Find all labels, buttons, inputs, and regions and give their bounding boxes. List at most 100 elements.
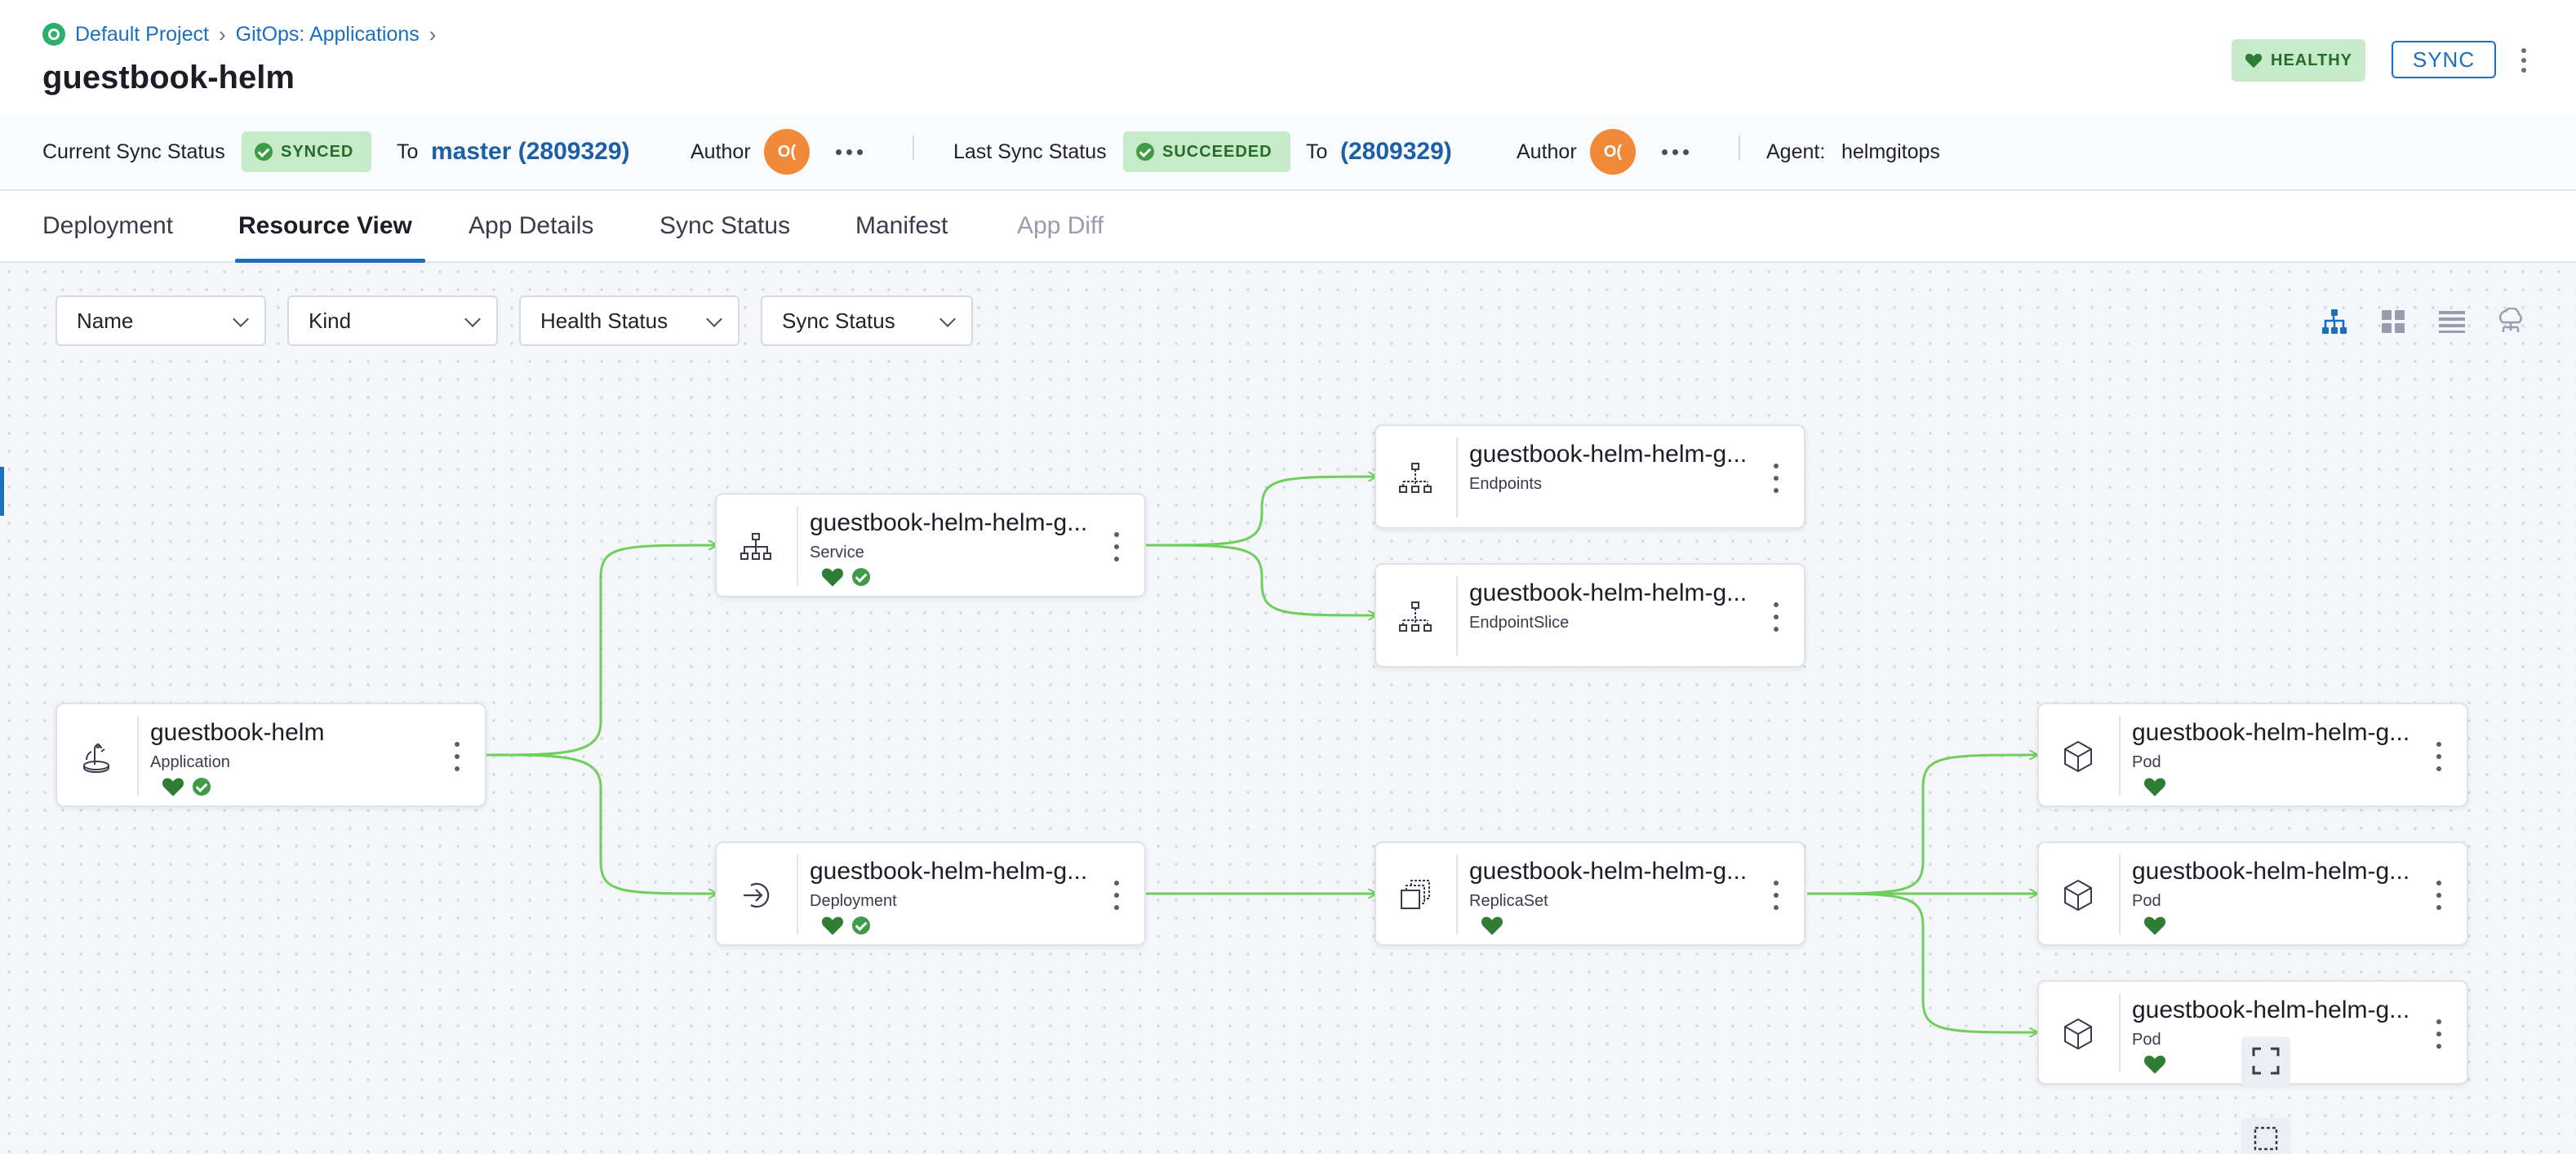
- last-commit-link[interactable]: (2809329): [1340, 138, 1452, 165]
- author-label: Author: [691, 140, 751, 163]
- node-name: guestbook-helm-helm-g...: [810, 509, 1088, 536]
- node-divider: [2119, 993, 2121, 1073]
- more-vertical-icon[interactable]: [2436, 881, 2442, 910]
- tab-manifest[interactable]: Manifest: [855, 212, 948, 239]
- deployment-icon: [731, 871, 780, 920]
- current-commit-wrap: master (2809329): [431, 114, 630, 189]
- last-sync-status: SUCCEEDED: [1162, 142, 1272, 161]
- more-vertical-icon[interactable]: [1773, 602, 1779, 632]
- node-status: [1481, 915, 1503, 936]
- chevron-down-icon: [706, 311, 722, 327]
- node-divider: [1456, 437, 1458, 517]
- node-divider: [137, 716, 139, 796]
- more-vertical-icon[interactable]: [2436, 1019, 2442, 1049]
- node-status: [2143, 1054, 2166, 1075]
- more-options-icon[interactable]: [2514, 39, 2534, 82]
- node-divider: [797, 854, 798, 934]
- more-vertical-icon[interactable]: [1773, 464, 1779, 493]
- network-view-icon[interactable]: [2494, 305, 2527, 338]
- divider: [913, 135, 914, 160]
- chevron-down-icon: [464, 311, 481, 327]
- last-sync-label: Last Sync Status: [953, 140, 1107, 163]
- tab-app-diff[interactable]: App Diff: [1017, 212, 1104, 239]
- breadcrumb-section[interactable]: GitOps: Applications: [235, 22, 420, 46]
- tab-sync-status[interactable]: Sync Status: [660, 212, 791, 239]
- list-view-icon[interactable]: [2436, 305, 2468, 338]
- node-status: [2143, 915, 2166, 936]
- filter-health-status[interactable]: Health Status: [519, 295, 739, 346]
- current-sync-pill-wrap: SYNCED: [242, 114, 372, 189]
- sync-status-bar: Current Sync Status SYNCED To master (28…: [0, 114, 2576, 191]
- more-horizontal-icon[interactable]: [1662, 149, 1689, 155]
- tab-resource-view[interactable]: Resource View: [235, 191, 425, 263]
- sync-button[interactable]: SYNC: [2392, 41, 2496, 78]
- breadcrumb-project[interactable]: Default Project: [75, 22, 209, 46]
- to-label: To: [1306, 140, 1328, 163]
- heart-icon: [2143, 1055, 2166, 1074]
- grid-view-icon[interactable]: [2377, 305, 2409, 338]
- avatar[interactable]: O(: [764, 129, 810, 175]
- check-circle-icon: [1136, 143, 1154, 161]
- resource-node-endpoints[interactable]: guestbook-helm-helm-g...Endpoints: [1375, 424, 1805, 529]
- resource-node-pod[interactable]: guestbook-helm-helm-g...Pod: [2037, 980, 2468, 1085]
- area-select-button[interactable]: [2241, 1118, 2290, 1154]
- node-name: guestbook-helm-helm-g...: [2132, 858, 2410, 885]
- more-vertical-icon[interactable]: [454, 742, 460, 771]
- tree-view-icon[interactable]: [2318, 305, 2351, 338]
- node-divider: [1456, 576, 1458, 656]
- agent-value: helmgitops: [1841, 140, 1940, 163]
- resource-node-deployment[interactable]: guestbook-helm-helm-g... Deployment: [715, 841, 1146, 946]
- replicaset-icon: [1391, 871, 1440, 920]
- pod-icon: [2054, 732, 2103, 781]
- more-vertical-icon[interactable]: [1773, 881, 1779, 910]
- node-name: guestbook-helm-helm-g...: [1469, 441, 1748, 468]
- more-wrap: [1662, 114, 1689, 189]
- resource-node-pod[interactable]: guestbook-helm-helm-g... Pod: [2037, 841, 2468, 946]
- page-header: Default Project › GitOps: Applications ›…: [0, 0, 2576, 114]
- node-kind: Service: [810, 544, 864, 561]
- chevron-right-icon: ›: [429, 21, 437, 47]
- heart-icon: [2143, 917, 2166, 935]
- more-wrap: [836, 114, 863, 189]
- health-label: HEALTHY: [2271, 51, 2352, 69]
- resource-node-replicaset[interactable]: guestbook-helm-helm-g...ReplicaSet: [1375, 841, 1805, 946]
- resource-node-service[interactable]: guestbook-helm-helm-g... Service: [715, 493, 1146, 597]
- avatar[interactable]: O(: [1590, 129, 1636, 175]
- more-vertical-icon[interactable]: [1113, 881, 1120, 910]
- heart-icon: [821, 568, 844, 587]
- heart-icon: [1481, 917, 1503, 935]
- left-accent-bar: [0, 467, 4, 516]
- more-vertical-icon[interactable]: [1113, 532, 1120, 561]
- node-name: guestbook-helm-helm-g...: [1469, 579, 1748, 606]
- node-name: guestbook-helm-helm-g...: [2132, 996, 2410, 1023]
- current-commit-link[interactable]: master (2809329): [431, 138, 630, 165]
- filter-kind[interactable]: Kind: [287, 295, 498, 346]
- fit-to-screen-button[interactable]: [2241, 1036, 2290, 1085]
- node-kind: Pod: [2132, 892, 2161, 910]
- tab-bar: Deployment Resource View App Details Syn…: [0, 191, 2576, 263]
- last-commit-wrap: (2809329): [1340, 114, 1452, 189]
- node-kind: Deployment: [810, 892, 897, 910]
- tab-deployment[interactable]: Deployment: [42, 212, 174, 239]
- node-divider: [2119, 716, 2121, 796]
- node-name: guestbook-helm-helm-g...: [810, 858, 1088, 885]
- service-icon: [731, 522, 780, 571]
- chevron-down-icon: [233, 311, 249, 327]
- resource-node-pod[interactable]: guestbook-helm-helm-g...Pod: [2037, 703, 2468, 807]
- check-circle-icon: [852, 568, 870, 586]
- health-badge: HEALTHY: [2232, 39, 2365, 82]
- marquee-select-icon: [2254, 1126, 2278, 1151]
- more-horizontal-icon[interactable]: [836, 149, 863, 155]
- more-vertical-icon[interactable]: [2436, 742, 2442, 771]
- project-icon: [42, 23, 65, 46]
- resource-node-endpointslice[interactable]: guestbook-helm-helm-g...EndpointSlice: [1375, 563, 1805, 668]
- heart-icon: [821, 917, 844, 935]
- tab-app-details[interactable]: App Details: [469, 212, 594, 239]
- filter-name[interactable]: Name: [56, 295, 266, 346]
- node-status: [162, 776, 211, 797]
- check-circle-icon: [255, 143, 273, 161]
- node-name: guestbook-helm-helm-g...: [1469, 858, 1748, 885]
- chevron-right-icon: ›: [218, 21, 226, 47]
- filter-sync-status[interactable]: Sync Status: [761, 295, 973, 346]
